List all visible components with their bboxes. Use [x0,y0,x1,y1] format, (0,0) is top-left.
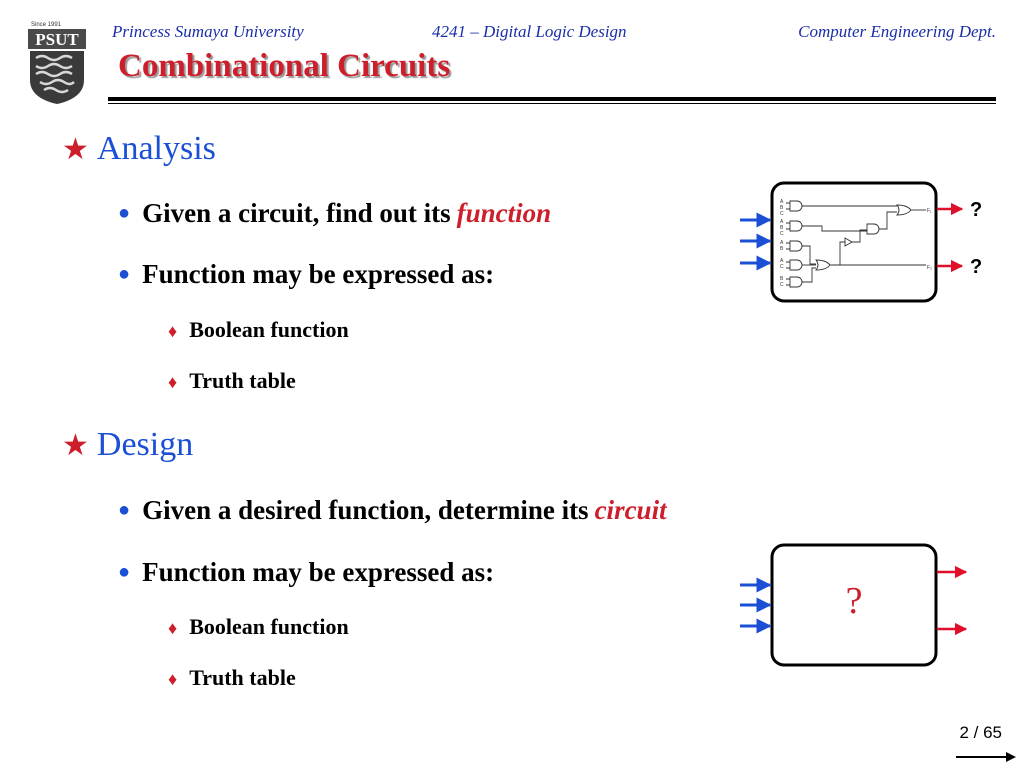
header-department: Computer Engineering Dept. [798,22,996,41]
page-arrow-icon [1006,752,1016,762]
output-arrows [937,565,968,636]
bullet-item: ● Function may be expressed as: [118,259,494,290]
svg-text:A: A [780,219,784,225]
svg-text:C: C [780,264,784,270]
bullet-text: Given a desired function, determine its [142,495,589,525]
sub-bullet-text: Boolean function [189,614,349,639]
star-icon: ★ [62,429,89,462]
input-arrows [740,577,772,634]
svg-text:B: B [780,205,784,211]
diamond-icon: ♦ [168,618,178,638]
sub-bullet-item: ♦ Truth table [168,665,296,691]
svg-text:B: B [780,225,784,231]
sub-bullet-text: Truth table [189,368,296,393]
output-question-mark: ? [970,256,982,278]
bullet-dot-icon: ● [118,561,131,583]
university-logo: Since 1991 PSUT [26,18,88,104]
header-course: 4241 – Digital Logic Design [432,22,627,41]
sub-bullet-item: ♦ Truth table [168,368,296,394]
logo-since-text: Since 1991 [31,22,62,28]
logo-text: PSUT [35,30,79,49]
output-question-mark: ? [970,199,982,221]
circuit-box [770,543,938,667]
diamond-icon: ♦ [168,321,178,341]
logic-gates [786,200,926,288]
svg-text:F₂: F₂ [927,265,932,271]
bullet-text: Function may be expressed as: [142,259,495,289]
bullet-dot-icon: ● [118,202,131,224]
svg-text:C: C [780,211,784,217]
diamond-icon: ♦ [168,669,178,689]
svg-text:C: C [780,231,784,237]
svg-text:B: B [780,246,784,252]
output-arrows [937,202,964,273]
slide-title: Combinational Circuits [118,48,451,84]
page-number: 2 / 65 [959,723,1002,742]
star-icon: ★ [62,133,89,166]
svg-text:F₁: F₁ [927,208,932,214]
bullet-item: ● Given a desired function, determine it… [118,495,667,526]
bullet-item: ● Function may be expressed as: [118,557,494,588]
section-design: ★ Design [62,426,193,464]
bullet-dot-icon: ● [118,263,131,285]
input-arrows [740,212,772,271]
bullet-dot-icon: ● [118,499,131,521]
svg-text:C: C [780,282,784,288]
bullet-text: Function may be expressed as: [142,557,495,587]
svg-text:A: A [780,258,784,264]
sub-bullet-text: Truth table [189,665,296,690]
section-heading: Analysis [96,130,216,167]
analysis-circuit-diagram: ? ? A B C A B C A B A C B C F₁ F₂ [740,181,982,303]
svg-text:A: A [780,199,784,205]
header-university: Princess Sumaya University [112,22,304,41]
sub-bullet-item: ♦ Boolean function [168,317,349,343]
input-labels: A B C A B C A B A C B C F₁ F₂ [780,199,932,288]
section-analysis: ★ Analysis [62,130,216,168]
bullet-emphasis: function [456,198,552,228]
design-circuit-diagram: ? [740,543,968,667]
title-rule-thin [108,103,996,104]
svg-text:A: A [780,240,784,246]
bullet-emphasis: circuit [594,495,667,525]
bullet-text: Given a circuit, find out its [142,198,451,228]
diamond-icon: ♦ [168,372,178,392]
bullet-item: ● Given a circuit, find out its function [118,198,551,229]
section-heading: Design [96,426,194,463]
title-rule [108,97,996,101]
sub-bullet-item: ♦ Boolean function [168,614,349,640]
sub-bullet-text: Boolean function [189,317,349,342]
unknown-circuit-label: ? [846,580,863,622]
page-number-rule [956,756,1012,758]
svg-text:B: B [780,276,784,282]
